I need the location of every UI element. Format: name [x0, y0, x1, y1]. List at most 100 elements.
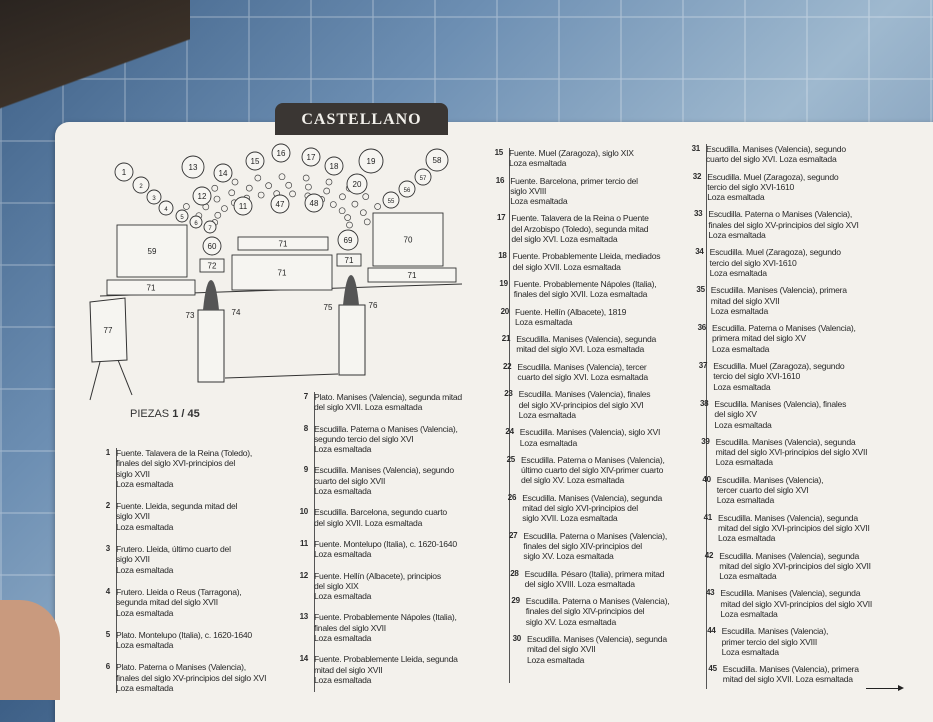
furniture-number: 77: [104, 326, 113, 335]
column-rule: [509, 148, 510, 683]
plate-number: 12: [198, 192, 207, 201]
piece-number: 20: [500, 306, 510, 316]
piece-description: Fuente. Probablemente Lleida, segunda mi…: [314, 654, 458, 685]
piece-description: Escudilla. Paterna o Manises (Valencia),…: [525, 596, 670, 627]
piece-description: Fuente. Muel (Zaragoza), siglo XIX Loza …: [509, 148, 634, 169]
small-bowl-marker: [265, 182, 272, 189]
case-number: 71: [345, 256, 354, 265]
small-bowl-marker: [213, 195, 221, 203]
plate-number: 13: [189, 163, 198, 172]
piece-description: Escudilla. Pésaro (Italia), primera mita…: [524, 568, 665, 589]
column-rule: [116, 448, 117, 693]
piece-number: 29: [511, 596, 520, 606]
piece-description: Plato. Manises (Valencia), segunda mitad…: [314, 392, 462, 413]
piece-number: 33: [693, 209, 703, 219]
plate-number: 14: [219, 169, 228, 178]
piece-description: Escudilla. Manises (Valencia), tercer cu…: [517, 361, 648, 383]
piece-description: Fuente. Probablemente Nápoles (Italia), …: [513, 278, 657, 300]
plate-marker-12: [192, 186, 212, 206]
piece-number: 9: [303, 465, 308, 475]
plate-number: 17: [307, 153, 316, 162]
furniture-number: 73: [186, 311, 195, 320]
pieces-label: PIEZAS: [130, 408, 170, 420]
plate-number: 5: [180, 215, 184, 221]
plate-number: 57: [420, 176, 427, 182]
plate-number: 60: [208, 242, 217, 251]
piece-description: Fuente. Talavera de la Reina (Toledo), f…: [116, 448, 253, 489]
piece-description: Escudilla. Manises (Valencia), segundo c…: [314, 465, 454, 497]
display-case-72: [199, 258, 225, 273]
piece-number: 19: [499, 278, 508, 288]
chair: [0, 0, 190, 110]
column-rule: [314, 392, 315, 692]
plate-number: 20: [353, 180, 362, 189]
display-case-59: [116, 224, 188, 278]
piece-number: 37: [698, 361, 708, 371]
piece-item: 9 Escudilla. Manises (Valencia), segundo …: [290, 465, 476, 496]
piece-item: 14 Fuente. Probablemente Lleida, segunda …: [290, 654, 476, 685]
plate-marker-47: [270, 194, 290, 214]
case-number: 70: [404, 236, 413, 245]
piece-number: 24: [505, 427, 514, 437]
plate-marker-20: [346, 173, 368, 195]
small-bowl-marker: [289, 190, 296, 198]
case-number: 71: [278, 269, 287, 278]
plate-marker-15: [245, 151, 265, 171]
hand: [0, 600, 60, 700]
small-bowl-marker: [323, 187, 331, 195]
plate-number: 15: [251, 157, 260, 166]
piece-description: Escudilla. Manises (Valencia), segunda m…: [719, 550, 871, 582]
piece-item: 19 Fuente. Probablemente Nápoles (Italia)…: [490, 279, 682, 300]
plate-number: 19: [367, 157, 376, 166]
small-bowl-marker: [231, 178, 239, 186]
plate-marker-5: [175, 209, 189, 223]
small-bowl-marker: [329, 201, 337, 208]
easel-leg: [117, 359, 133, 396]
arrow-right-icon[interactable]: [866, 685, 904, 691]
plate-marker-7: [203, 220, 217, 234]
piece-description: Escudilla. Paterna o Manises (Valencia),…: [708, 209, 859, 241]
room-title-tab: CASTELLANO: [275, 103, 448, 135]
piece-number: 32: [692, 171, 702, 181]
plate-number: 55: [388, 199, 395, 205]
plate-marker-48: [304, 193, 324, 213]
piece-description: Escudilla. Manises (Valencia), tercer cu…: [716, 474, 824, 506]
piece-number: 23: [504, 389, 513, 399]
piece-number: 14: [299, 654, 309, 664]
piece-number: 25: [506, 454, 516, 464]
plate-number: 69: [344, 236, 353, 245]
piece-number: 8: [303, 423, 308, 433]
piece-number: 13: [299, 612, 309, 622]
piece-item: 33 Escudilla. Paterna o Manises (Valencia…: [684, 209, 916, 240]
piece-number: 45: [708, 664, 717, 674]
plate-marker-11: [233, 196, 253, 216]
case-number: 71: [279, 240, 288, 249]
pedestal-right: [338, 304, 366, 376]
plate-number: 1: [122, 168, 127, 177]
piece-description: Fuente. Talavera de la Reina o Puente de…: [511, 213, 649, 245]
plate-marker-3: [146, 189, 162, 205]
small-bowl-marker: [351, 200, 359, 208]
piece-description: Frutero. Lleida, último cuarto del siglo…: [116, 544, 231, 575]
column-rule: [706, 144, 707, 689]
